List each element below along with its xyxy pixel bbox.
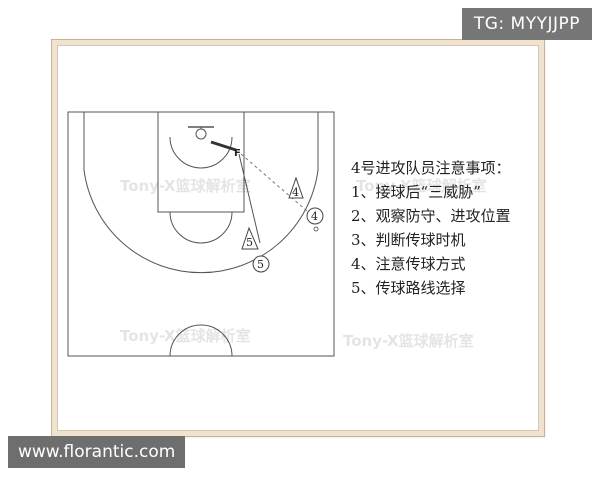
defender-stick (210, 140, 237, 152)
offense-circle-4 (306, 207, 324, 225)
defense-4-label: 4 (292, 186, 299, 199)
offense-circle-5 (252, 255, 270, 273)
rim (195, 128, 207, 140)
free-throw-circle-bottom (169, 211, 233, 244)
defender-f-marker: F (234, 148, 241, 159)
note-item-1: 1、接球后“三威胁” (351, 183, 481, 201)
note-item-4: 4、注意传球方式 (351, 255, 466, 273)
site-url-tag: www.florantic.com (8, 436, 186, 468)
defense-triangle-4 (288, 176, 304, 199)
pass-lane-to-5 (238, 153, 261, 244)
offense-5-label: 5 (257, 258, 264, 271)
watermark-3: Tony-X篮球解析室 (120, 327, 251, 345)
watermark-4: Tony-X篮球解析室 (343, 332, 474, 350)
court-boundary (67, 111, 335, 357)
ball-dot (313, 226, 319, 232)
notes-title: 4号进攻队员注意事项： (351, 159, 511, 177)
defense-5-label: 5 (246, 236, 253, 249)
free-throw-circle-top (169, 136, 233, 169)
watermark-2: Tony-X篮球解析室 (356, 177, 487, 195)
offense-4-label: 4 (311, 210, 318, 223)
picture-frame (51, 39, 545, 437)
center-circle (169, 324, 233, 357)
note-item-3: 3、判断传球时机 (351, 231, 466, 249)
defense-triangle-5 (241, 226, 259, 250)
watermark-1: Tony-X篮球解析室 (120, 177, 251, 195)
telegram-tag: TG: MYYJJPP (461, 8, 592, 40)
paint-area (157, 111, 245, 213)
note-item-5: 5、传球路线选择 (351, 279, 466, 297)
three-point-line (83, 112, 319, 274)
notes-panel: 4号进攻队员注意事项： 1、接球后“三威胁” 2、观察防守、进攻位置 3、判断传… (351, 156, 511, 300)
note-item-2: 2、观察防守、进攻位置 (351, 207, 511, 225)
pass-lane-to-4 (240, 153, 315, 218)
